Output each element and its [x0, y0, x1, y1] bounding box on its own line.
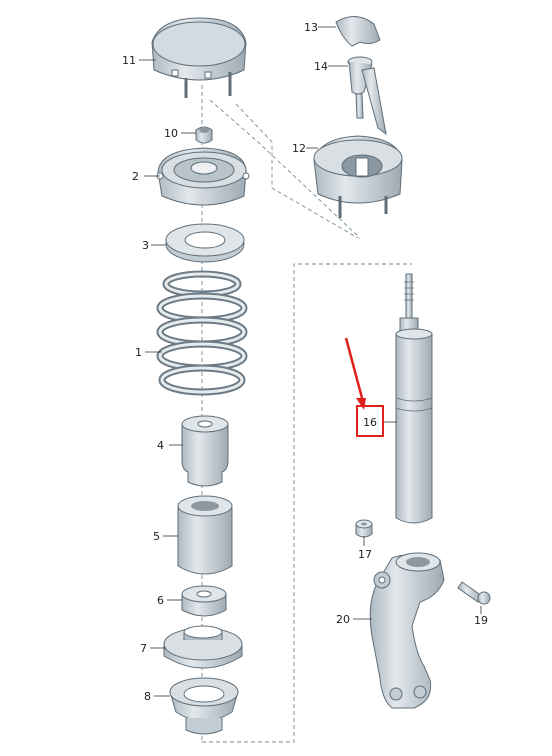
part-3-spacer-ring — [165, 223, 245, 263]
callout-labels: 11 10 2 3 1 4 5 6 7 8 13 14 12 16 17 19 … — [122, 21, 488, 703]
part-20-fork-bracket — [369, 552, 445, 709]
part-11-top-cap — [151, 17, 247, 98]
highlight-arrow — [344, 337, 364, 399]
callout-1: 1 — [135, 346, 142, 359]
callout-2: 2 — [132, 170, 139, 183]
highlight-annotation — [344, 337, 384, 437]
part-14-bracket-rod — [347, 56, 387, 136]
part-4-bump-stop — [181, 415, 229, 487]
callout-12: 12 — [292, 142, 306, 155]
callout-5: 5 — [153, 530, 160, 543]
part-17-nut — [355, 519, 373, 538]
highlight-box — [356, 405, 384, 437]
callout-14: 14 — [314, 60, 328, 73]
callout-19: 19 — [474, 614, 488, 627]
callout-4: 4 — [157, 439, 164, 452]
callout-leader-lines — [139, 26, 482, 697]
callout-20: 20 — [336, 613, 350, 626]
callout-10: 10 — [164, 127, 178, 140]
part-8-lower-spring-pad — [169, 677, 239, 735]
callout-16: 16 — [363, 416, 377, 429]
callout-8: 8 — [144, 690, 151, 703]
part-13-small-cap — [335, 16, 381, 47]
part-19-bolt — [457, 581, 491, 605]
part-16-shock-absorber — [395, 273, 433, 524]
part-2-strut-mount — [156, 147, 250, 206]
part-10-nut — [195, 126, 213, 144]
part-1-coil-spring — [156, 270, 248, 396]
part-6-buffer-ring — [181, 585, 227, 617]
callout-7: 7 — [140, 642, 147, 655]
callout-11: 11 — [122, 54, 136, 67]
part-12-mount-housing — [313, 135, 403, 218]
part-7-spring-seat — [163, 625, 243, 669]
callout-17: 17 — [358, 548, 372, 561]
part-5-dust-sleeve — [177, 495, 233, 575]
callout-3: 3 — [142, 239, 149, 252]
callout-6: 6 — [157, 594, 164, 607]
callout-13: 13 — [304, 21, 318, 34]
